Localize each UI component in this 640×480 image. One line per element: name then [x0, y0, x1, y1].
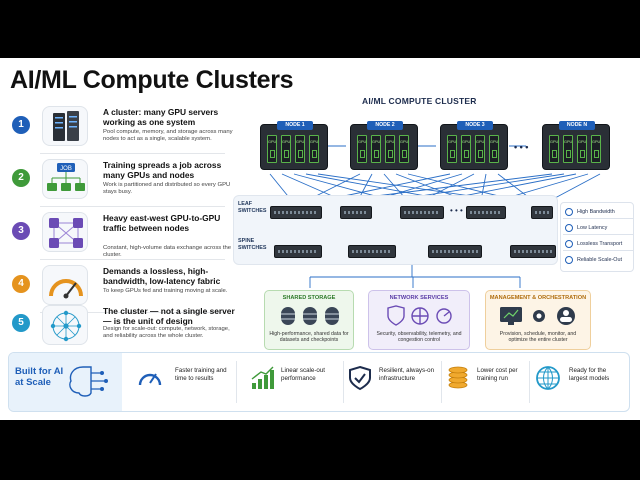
step-number: 1 — [12, 116, 30, 134]
service-body: High-performance, shared data for datase… — [269, 331, 349, 344]
list-item-1: 1 A cluster: many GPU servers working as… — [8, 104, 233, 154]
item-heading: Demands a lossless, high-bandwidth, low-… — [103, 266, 221, 286]
step-number: 5 — [12, 314, 30, 332]
infographic: AI/ML Compute Clusters 1 A cluster: many… — [0, 58, 640, 420]
job-distribution-icon: JOB — [42, 159, 88, 199]
coin-stack-icon — [448, 366, 468, 389]
spine-switch — [274, 245, 322, 258]
list-item-5: 5 The cluster — not a single server — is… — [8, 305, 235, 357]
service-title: MANAGEMENT & ORCHESTRATION — [489, 295, 587, 301]
list-item-2: 2 JOB Training spreads a job across many… — [8, 157, 230, 207]
bar-growth-icon — [251, 366, 274, 389]
bandwidth-icon — [565, 208, 573, 216]
feature-high-bandwidth: High Bandwidth — [563, 205, 633, 219]
leaf-switch — [400, 206, 444, 219]
network-services-box: NETWORK SERVICES Security, observability… — [368, 290, 470, 350]
globe-icon — [536, 366, 560, 390]
divider — [40, 312, 225, 313]
spine-switch — [348, 245, 396, 258]
feature-reliable-scale-out: Reliable Scale-Out — [563, 253, 633, 267]
ai-brain-icon — [69, 366, 108, 397]
item-heading: A cluster: many GPU servers working as o… — [103, 107, 219, 127]
management-orchestration-box: MANAGEMENT & ORCHESTRATION Provision, sc… — [485, 290, 591, 350]
service-body: Provision, schedule, monitor, and optimi… — [499, 331, 577, 344]
job-badge: JOB — [60, 166, 72, 172]
service-body: Security, observability, telemetry, and … — [376, 331, 462, 344]
feature-low-latency: Low Latency — [563, 221, 633, 235]
leaf-switch — [531, 206, 553, 219]
shared-storage-box: SHARED STORAGE High-performance, shared … — [264, 290, 354, 350]
node-label: NODE 3 — [457, 121, 493, 130]
benefit-resilient: Resilient, always-on infrastructure — [347, 359, 439, 405]
step-number: 3 — [12, 222, 30, 240]
item-heading: Training spreads a job across many GPUs … — [103, 160, 222, 180]
node-label: NODE N — [559, 121, 595, 130]
latency-icon — [565, 224, 573, 232]
divider — [529, 361, 530, 403]
speedometer-icon — [138, 373, 162, 386]
step-number: 4 — [12, 275, 30, 293]
item-body: Pool compute, memory, and storage across… — [103, 129, 233, 143]
benefit-faster-training: Faster training and time to results — [137, 359, 233, 405]
item-heading: The cluster — not a single server — is t… — [103, 306, 235, 326]
item-body: Constant, high-volume data exchange acro… — [103, 245, 232, 259]
compute-node-1: NODE 1 GPU GPU GPU GPU — [260, 121, 328, 170]
item-body: Design for scale-out: compute, network, … — [103, 326, 230, 340]
page-title: AI/ML Compute Clusters — [10, 66, 294, 94]
switch-ellipsis: • • • — [450, 206, 463, 215]
divider — [343, 361, 344, 403]
management-icons — [500, 307, 575, 325]
leaf-switch — [340, 206, 372, 219]
node-label: NODE 2 — [367, 121, 403, 130]
compute-node-n: NODE N GPU GPU GPU GPU — [542, 121, 610, 170]
item-body: Work is partitioned and distributed so e… — [103, 182, 231, 196]
service-title: SHARED STORAGE — [282, 295, 336, 301]
spine-switch — [428, 245, 482, 258]
divider — [236, 361, 237, 403]
node-ellipsis: • • • — [514, 142, 529, 152]
divider — [40, 206, 225, 207]
spine-switch — [510, 245, 556, 258]
list-item-3: 3 Heavy east-west GPU-to-GPU traffic bet… — [8, 210, 232, 260]
leaf-switch — [466, 206, 506, 219]
feature-lossless-transport: Lossless Transport — [563, 237, 633, 251]
cluster-title: AI/ML COMPUTE CLUSTER — [362, 96, 477, 106]
service-title: NETWORK SERVICES — [389, 295, 449, 301]
divider — [40, 259, 225, 260]
step-number: 2 — [12, 169, 30, 187]
database-icon — [281, 307, 339, 325]
leaf-switches-label: LEAF SWITCHES — [238, 201, 267, 214]
leaf-switch — [270, 206, 322, 219]
spine-switches-label: SPINE SWITCHES — [238, 238, 267, 251]
check-icon — [565, 240, 573, 248]
item-heading: Heavy east-west GPU-to-GPU traffic betwe… — [103, 213, 221, 233]
benefits-strip: Built for AI at Scale Faster training an… — [8, 352, 630, 412]
benefit-linear-scale-out: Linear scale-out performance — [249, 359, 339, 405]
compute-node-3: NODE 3 GPU GPU GPU GPU — [440, 121, 508, 170]
item-body: To keep GPUs fed and training moving at … — [103, 288, 228, 294]
shield-check-icon — [349, 365, 371, 391]
divider — [441, 361, 442, 403]
benefit-lower-cost: Lower cost per training run — [445, 359, 527, 405]
node-label: NODE 1 — [277, 121, 313, 130]
gauge-icon — [42, 265, 88, 305]
gpu-traffic-icon — [42, 212, 88, 252]
divider — [40, 153, 225, 154]
link-icon — [565, 256, 573, 264]
server-rack-icon — [42, 106, 88, 146]
list-item-4: 4 Demands a lossless, high-bandwidth, lo… — [8, 263, 230, 313]
benefits-hero: Built for AI at Scale — [9, 353, 122, 411]
benefits-heading: Built for AI at Scale — [15, 366, 64, 388]
network-mesh-icon — [42, 305, 88, 345]
benefit-largest-models: Ready for the largest models — [535, 359, 627, 405]
network-services-icons — [387, 305, 452, 326]
compute-node-2: NODE 2 GPU GPU GPU GPU — [350, 121, 418, 170]
